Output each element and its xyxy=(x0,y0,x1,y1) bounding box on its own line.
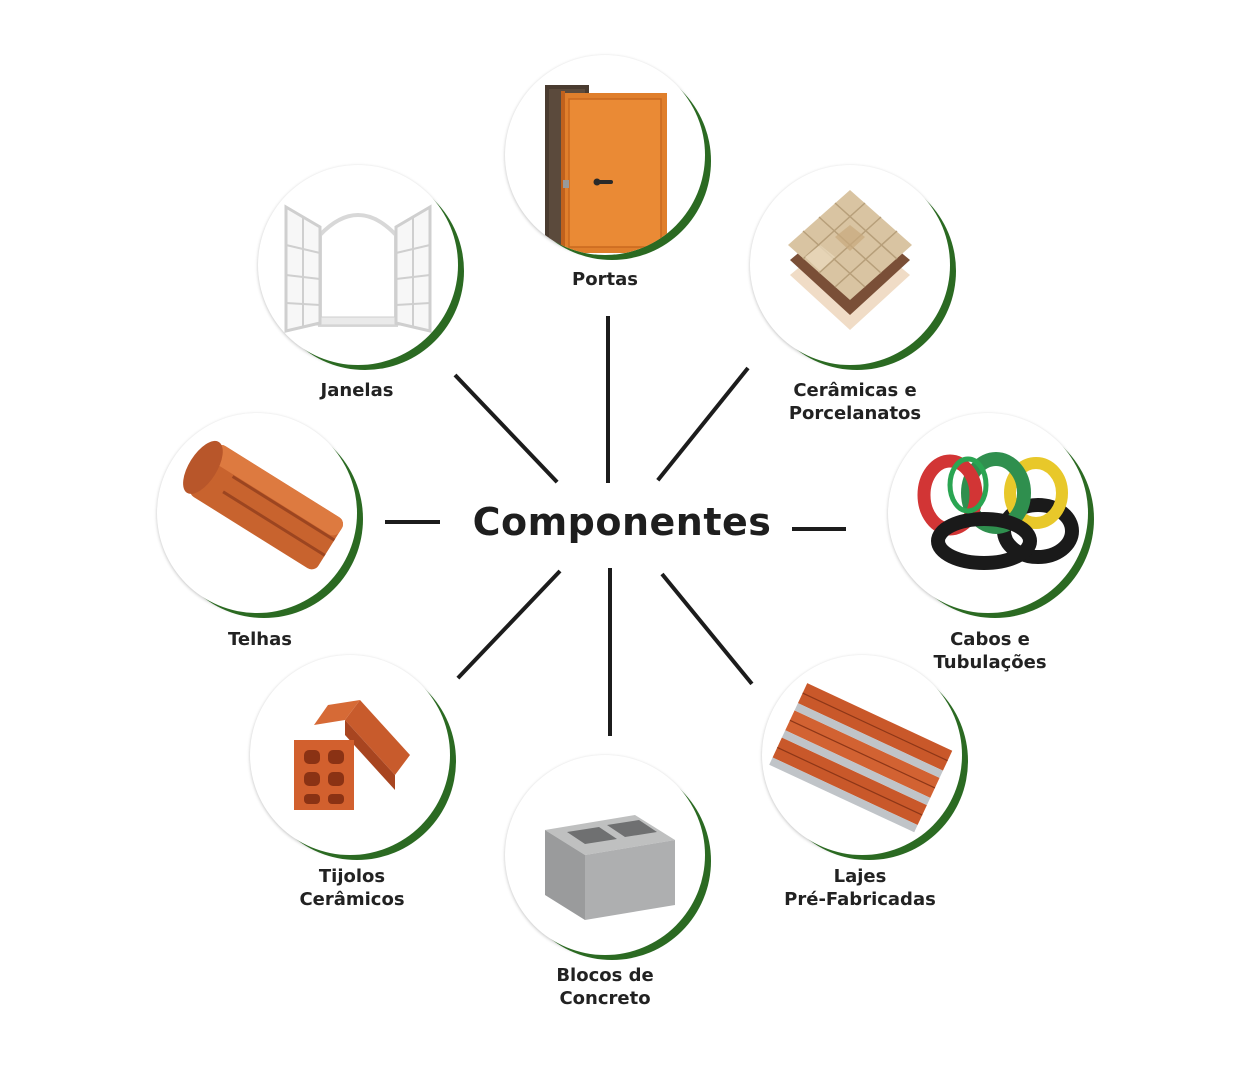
concrete-block-icon xyxy=(505,755,705,955)
node-label-line: Blocos de xyxy=(556,965,654,986)
node-label-janelas: Janelas xyxy=(237,379,477,402)
node-label-line: Lajes xyxy=(833,866,887,887)
node-label-line: Portas xyxy=(572,269,638,290)
node-label-portas: Portas xyxy=(485,268,725,291)
connector-line-1 xyxy=(606,316,610,483)
node-label-line: Porcelanatos xyxy=(788,403,922,424)
node-label-line: Cabos e xyxy=(950,629,1030,650)
precast-slab-icon xyxy=(762,655,962,855)
tiles-icon xyxy=(750,165,950,365)
ceramic-brick-icon xyxy=(250,655,450,855)
connector-line-4 xyxy=(660,572,754,686)
node-label-line: Telhas xyxy=(228,629,292,650)
door-icon xyxy=(505,55,705,255)
cable-coils-icon xyxy=(888,413,1088,613)
window-icon xyxy=(258,165,458,365)
connector-line-3 xyxy=(792,527,846,531)
node-label-line: Tijolos xyxy=(318,866,386,887)
node-label-line: Cerâmicas e xyxy=(793,380,917,401)
node-label-line: Pré-Fabricadas xyxy=(784,889,936,910)
node-label-line: Tubulações xyxy=(933,652,1047,673)
node-label-line: Janelas xyxy=(320,380,394,401)
roof-tile-icon xyxy=(157,413,357,613)
connector-line-6 xyxy=(456,569,562,680)
connector-line-7 xyxy=(385,520,440,524)
node-label-line: Concreto xyxy=(559,988,651,1009)
connector-line-5 xyxy=(608,568,612,736)
node-label-line: Cerâmicos xyxy=(299,889,405,910)
center-title: Componentes xyxy=(472,500,772,544)
node-label-telhas: Telhas xyxy=(140,628,380,651)
